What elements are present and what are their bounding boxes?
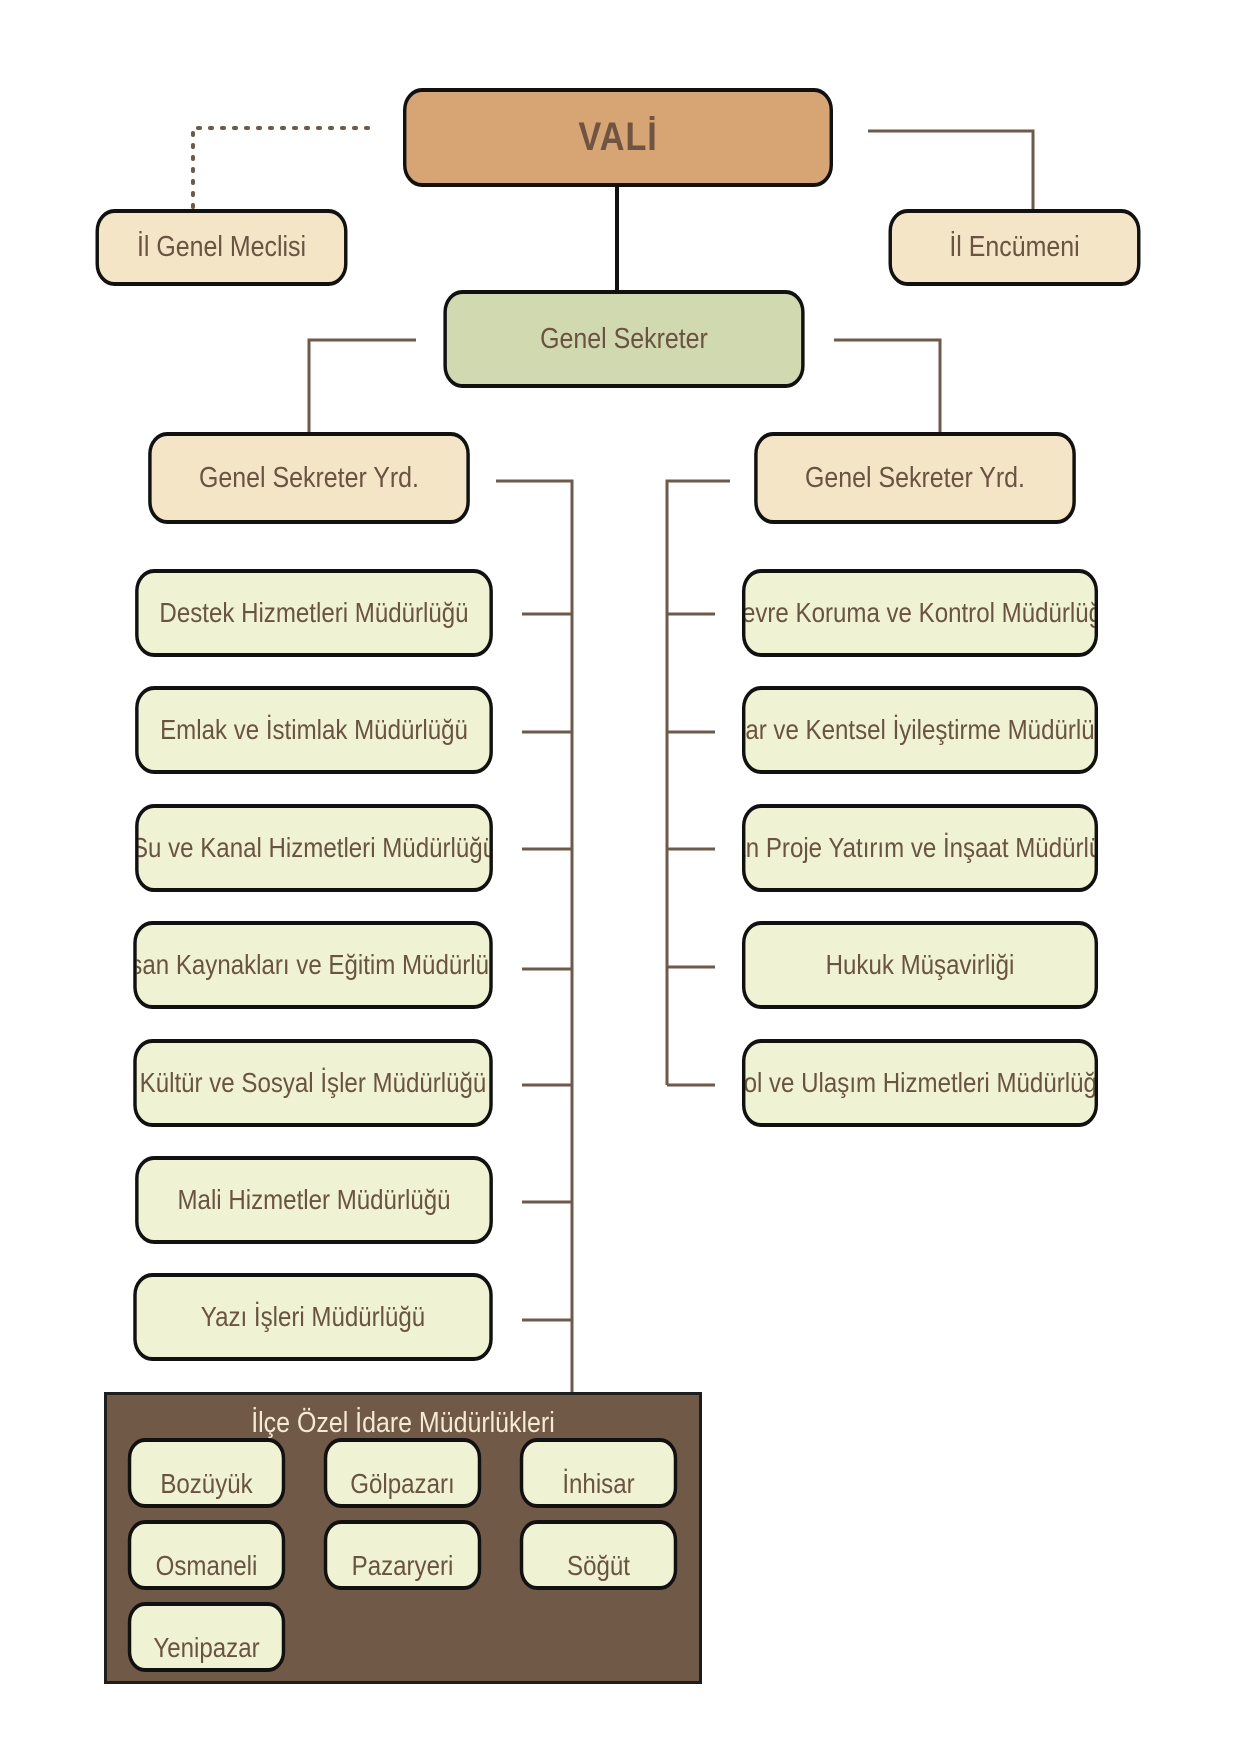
unit-label: Yol ve Ulaşım Hizmetleri Müdürlüğü	[741, 1067, 1099, 1098]
unit-imar-kentsel: İmar ve Kentsel İyileştirme Müdürlüğü	[741, 686, 1099, 774]
il-genel-meclisi-label: İl Genel Meclisi	[136, 231, 307, 263]
unit-cevre-koruma: Çevre Koruma ve Kontrol Müdürlüğü	[741, 569, 1099, 657]
unit-yazi-isleri: Yazı İşleri Müdürlüğü	[133, 1273, 493, 1361]
unit-label: Kültür ve Sosyal İşler Müdürlüğü	[139, 1067, 487, 1098]
unit-label: Hukuk Müşavirliği	[825, 949, 1015, 980]
unit-kultur-sosyal: Kültür ve Sosyal İşler Müdürlüğü	[133, 1039, 493, 1127]
district-pazaryeri: Pazaryeri	[323, 1520, 482, 1590]
unit-label: Emlak ve İstimlak Müdürlüğü	[160, 714, 468, 745]
connector-vali-meclis	[191, 126, 370, 211]
unit-label: Plan Proje Yatırım ve İnşaat Müdürlüğü	[745, 832, 1094, 863]
district-golpazari: Gölpazarı	[323, 1438, 482, 1508]
genel-sekreter-yrd-left-box: Genel Sekreter Yrd.	[148, 432, 470, 524]
district-label: Gölpazarı	[350, 1468, 455, 1499]
unit-su-kanal: Su ve Kanal Hizmetleri Müdürlüğü	[135, 804, 493, 892]
district-label: Bozüyük	[160, 1468, 253, 1499]
district-inhisar: İnhisar	[519, 1438, 678, 1508]
connector-left-spine	[496, 479, 574, 1392]
district-panel-title: İlçe Özel İdare Müdürlükleri	[251, 1407, 555, 1439]
unit-label: İnsan Kaynakları ve Eğitim Müdürlüğü	[133, 949, 490, 980]
unit-hukuk-musavirligi: Hukuk Müşavirliği	[741, 921, 1099, 1009]
unit-label: Çevre Koruma ve Kontrol Müdürlüğü	[741, 597, 1099, 628]
district-osmaneli: Osmaneli	[127, 1520, 286, 1590]
unit-insan-kaynaklari: İnsan Kaynakları ve Eğitim Müdürlüğü	[133, 921, 493, 1009]
genel-sekreter-label: Genel Sekreter	[540, 322, 708, 355]
district-label: Pazaryeri	[351, 1550, 454, 1581]
district-label: Osmaneli	[155, 1550, 258, 1581]
vali-label: VALİ	[578, 115, 658, 159]
district-panel: İlçe Özel İdare Müdürlükleri Bozüyük Göl…	[104, 1392, 702, 1684]
genel-sekreter-yrd-left-label: Genel Sekreter Yrd.	[199, 461, 419, 494]
unit-label: Destek Hizmetleri Müdürlüğü	[159, 597, 469, 628]
unit-label: Su ve Kanal Hizmetleri Müdürlüğü	[135, 832, 493, 863]
connector-right-spine	[665, 479, 730, 1085]
unit-label: Mali Hizmetler Müdürlüğü	[177, 1184, 451, 1215]
unit-destek-hizmetleri: Destek Hizmetleri Müdürlüğü	[135, 569, 493, 657]
vali-box: VALİ	[403, 88, 833, 187]
unit-emlak-istimlak: Emlak ve İstimlak Müdürlüğü	[135, 686, 493, 774]
connector-vali-encumen	[868, 129, 1035, 209]
district-bozuyuk: Bozüyük	[127, 1438, 286, 1508]
connector-sekreter-right	[834, 338, 942, 434]
genel-sekreter-box: Genel Sekreter	[443, 290, 805, 388]
unit-yol-ulasim: Yol ve Ulaşım Hizmetleri Müdürlüğü	[741, 1039, 1099, 1127]
genel-sekreter-yrd-right-label: Genel Sekreter Yrd.	[805, 461, 1025, 494]
genel-sekreter-yrd-right-box: Genel Sekreter Yrd.	[754, 432, 1076, 524]
unit-label: Yazı İşleri Müdürlüğü	[200, 1301, 426, 1332]
district-label: Söğüt	[567, 1550, 630, 1581]
il-encumeni-label: İl Encümeni	[949, 231, 1080, 263]
unit-plan-proje: Plan Proje Yatırım ve İnşaat Müdürlüğü	[741, 804, 1099, 892]
unit-mali-hizmetler: Mali Hizmetler Müdürlüğü	[135, 1156, 493, 1244]
il-genel-meclisi-box: İl Genel Meclisi	[95, 209, 348, 286]
unit-label: İmar ve Kentsel İyileştirme Müdürlüğü	[745, 714, 1095, 745]
district-yenipazar: Yenipazar	[127, 1602, 286, 1672]
connector-sekreter-left	[307, 338, 416, 434]
district-sogut: Söğüt	[519, 1520, 678, 1590]
district-label: İnhisar	[562, 1468, 635, 1499]
district-label: Yenipazar	[153, 1632, 260, 1663]
il-encumeni-box: İl Encümeni	[888, 209, 1141, 286]
